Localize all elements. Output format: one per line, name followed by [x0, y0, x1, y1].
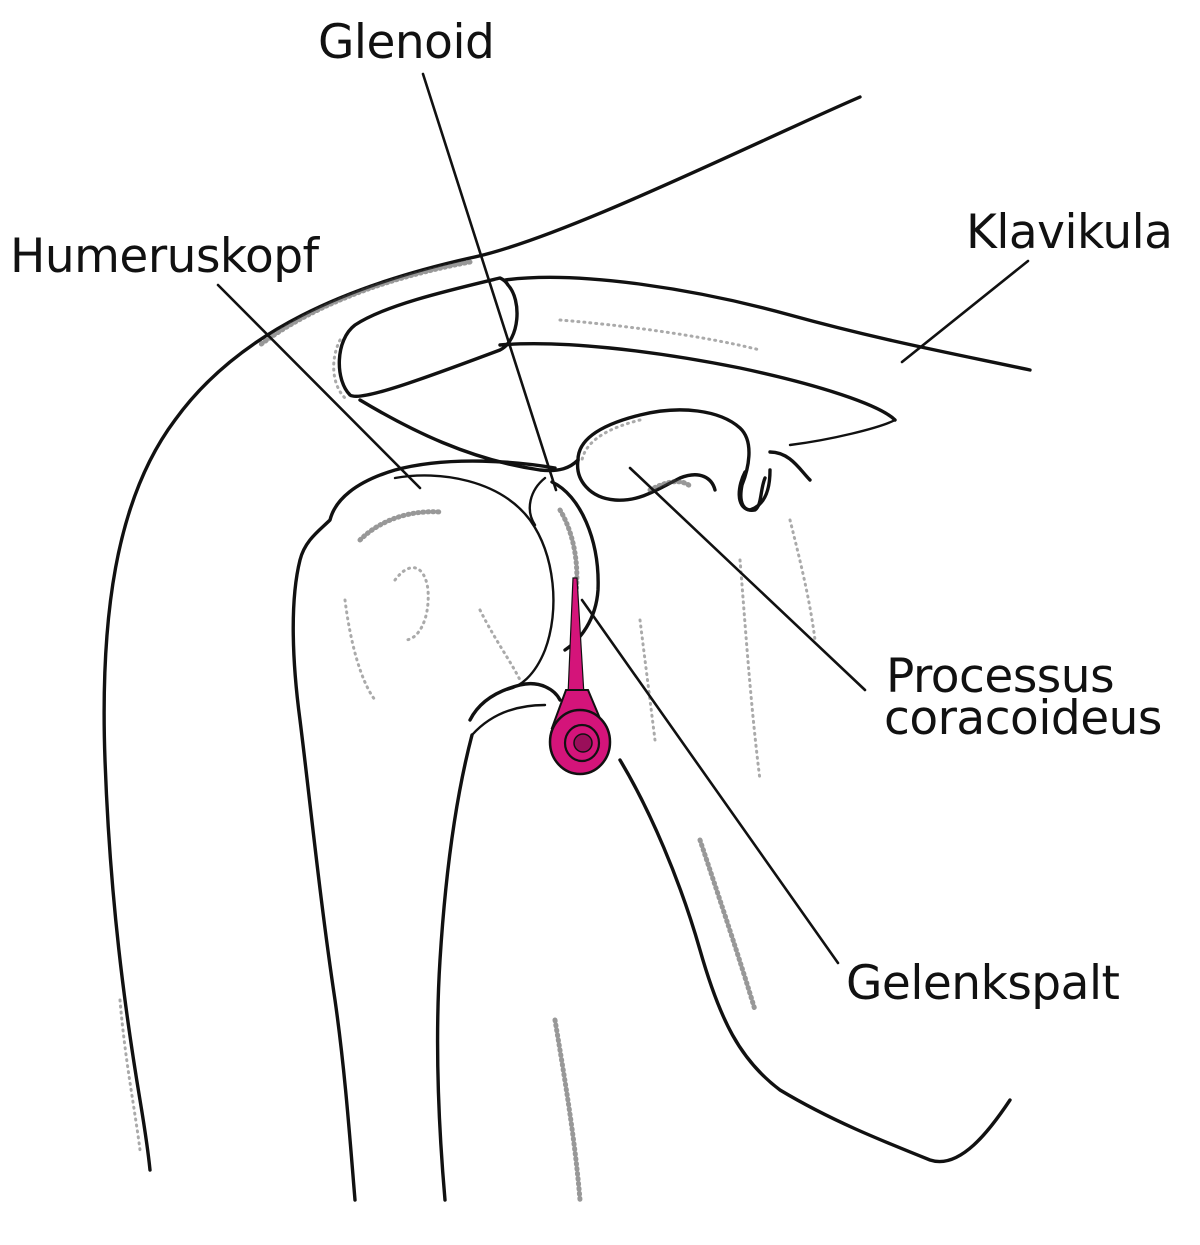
humeral-head-shading	[360, 512, 440, 540]
acromion-outline	[339, 278, 517, 396]
leader-klavikula	[902, 261, 1028, 362]
label-gelenkspalt: Gelenkspalt	[846, 956, 1119, 1011]
scapular-neck-lower-2	[472, 705, 545, 735]
scapula-body-shading	[740, 560, 760, 780]
lateral-border-shading	[700, 840, 755, 1010]
humerus-shaft-shading	[555, 1020, 580, 1200]
leader-glenoid	[423, 74, 556, 490]
humeral-tuberosity-shading	[395, 568, 428, 640]
label-klavikula: Klavikula	[966, 205, 1172, 260]
scapula-edge-right	[770, 452, 810, 480]
injection-needle-icon	[550, 578, 610, 774]
humeral-neck-shading	[480, 610, 520, 680]
scapula-lower-shading	[640, 620, 655, 740]
scapula-spine-edge	[790, 420, 895, 445]
label-humeruskopf: Humeruskopf	[10, 229, 321, 284]
humeral-shaft-shading	[345, 600, 375, 700]
leader-gelenkspalt	[582, 600, 838, 963]
scapular-neck-lower	[470, 684, 560, 720]
needle-cap-center	[574, 734, 592, 752]
coracoid-outline	[578, 410, 765, 510]
humerus-medial-edge	[438, 735, 472, 1200]
label-glenoid: Glenoid	[318, 15, 494, 70]
glenoid-rim	[530, 478, 545, 525]
coracoid-shading	[650, 482, 690, 490]
label-processus-line2: coracoideus	[884, 691, 1162, 746]
leader-humeruskopf	[218, 285, 420, 488]
humeral-head-outline	[293, 461, 555, 1200]
clavicle-lower-edge	[500, 344, 895, 420]
